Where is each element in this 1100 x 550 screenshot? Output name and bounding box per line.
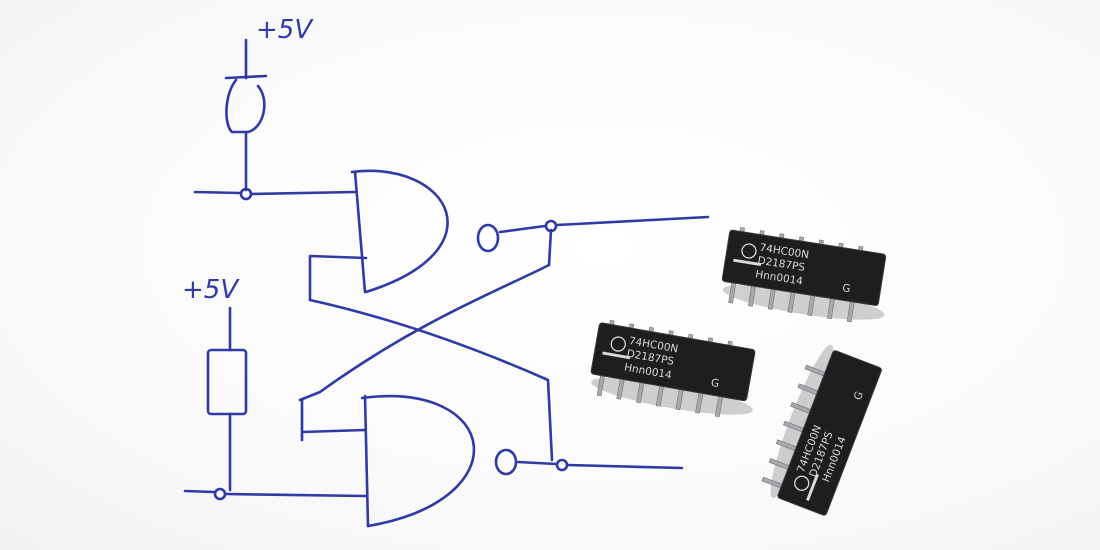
supply-label-top: +5V — [256, 15, 314, 45]
input-wire-top — [193, 190, 242, 195]
gate1-output-wire — [498, 224, 547, 234]
inverter-bubble-bottom — [494, 448, 518, 476]
gate1-input-b-wire — [308, 254, 368, 302]
bottom-resistor-symbol — [206, 306, 248, 492]
supply-label-bottom: +5V — [182, 275, 240, 305]
chip-pins — [761, 364, 828, 490]
output-wire-top — [555, 215, 710, 227]
inverter-bubble-top — [476, 223, 500, 253]
gate1-input-a-wire — [250, 190, 357, 196]
gate2-output-wire — [516, 460, 558, 466]
input-wire-bottom — [183, 489, 216, 494]
feedback-wire-bottom-to-top — [308, 298, 554, 462]
junction-bottom-output — [555, 458, 569, 472]
ic-chip-1: 74HC00N D2187PS Hnn0014 G — [721, 227, 887, 323]
feedback-wire-top-to-bottom — [298, 228, 553, 402]
ic-chip-2: 74HC00N D2187PS Hnn0014 G — [590, 319, 756, 418]
chip-2-mark: G — [710, 377, 720, 390]
philips-logo — [794, 473, 819, 502]
chip-3-mark: G — [852, 390, 866, 402]
gate2-input-b-wire — [224, 492, 367, 498]
nand-gate-bottom — [360, 394, 518, 528]
ic-chip-3: 74HC00N D2187PS Hnn0014 G — [761, 344, 882, 516]
nand-gate-top — [350, 169, 500, 294]
philips-logo — [733, 243, 762, 267]
gate2-input-a-wire — [300, 398, 367, 442]
junction-bottom-input — [213, 487, 227, 501]
chip-1-mark: G — [841, 282, 851, 295]
top-switch-symbol — [224, 38, 268, 192]
output-wire-bottom — [566, 463, 684, 470]
philips-logo — [602, 336, 631, 360]
